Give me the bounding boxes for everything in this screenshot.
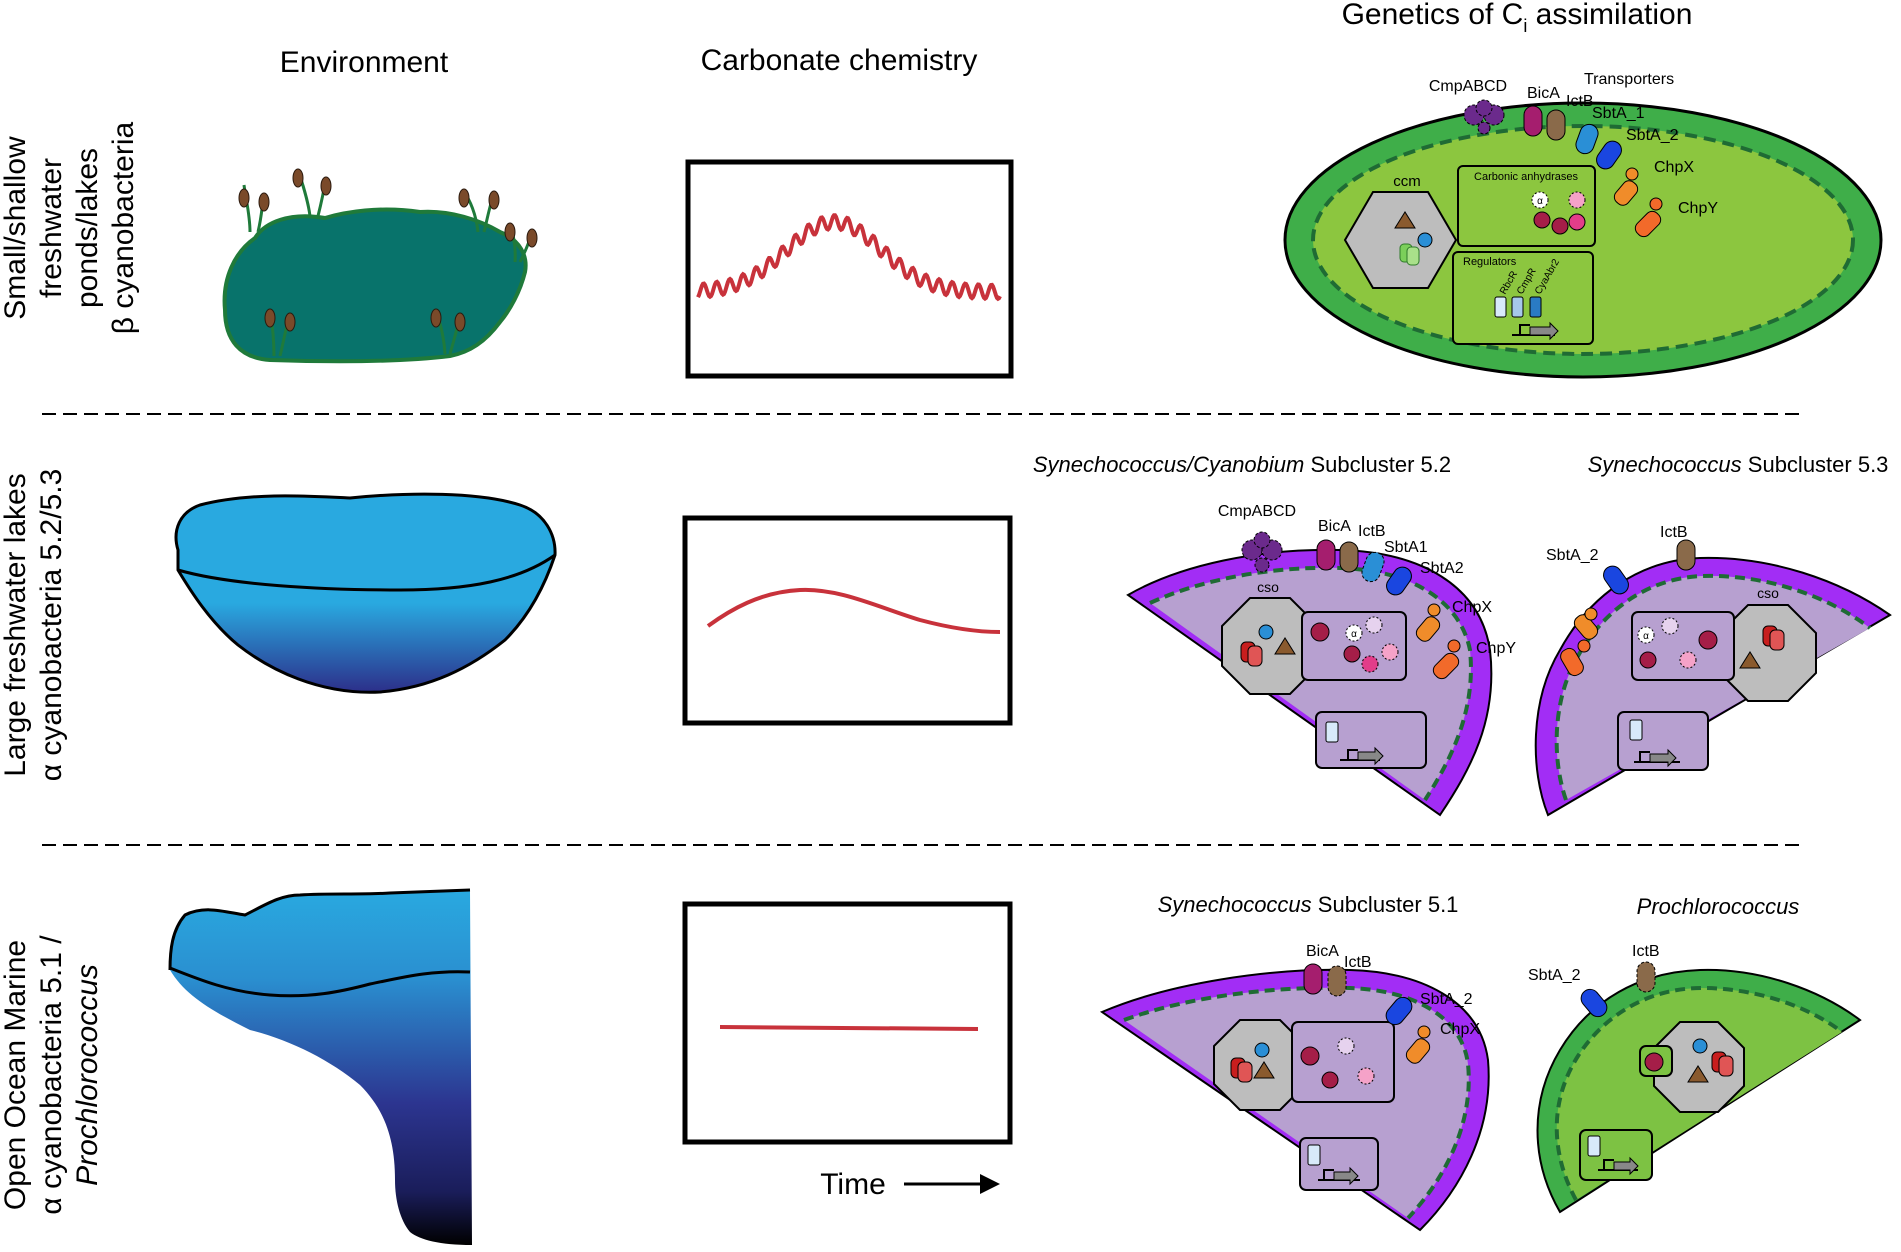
- c51-bica: [1303, 963, 1323, 995]
- beta-carboxysome: [1343, 191, 1458, 289]
- beta-bica-label: BicA: [1527, 85, 1560, 102]
- beta-ca-alpha: α: [1537, 196, 1543, 207]
- title-subcluster-5-2: Synechococcus/Cyanobium Subcluster 5.2: [1033, 452, 1451, 477]
- carbonate-box-3: [682, 901, 1013, 1145]
- beta-ca-label: Carbonic anhydrases: [1474, 171, 1578, 183]
- c53-ictb: [1676, 539, 1696, 571]
- c52-cso-label: cso: [1257, 579, 1279, 595]
- c53-sbta2: [1603, 565, 1629, 595]
- svg-text:Large freshwater lakes: Large freshwater lakes: [0, 473, 32, 777]
- beta-chpx: [1613, 167, 1639, 206]
- row-label-large-lakes: Large freshwater lakes α cyanobacteria 5…: [0, 469, 68, 782]
- carbonate-curve-1: [696, 213, 1002, 302]
- pond-environment: [222, 168, 538, 364]
- time-arrowhead: [980, 1174, 1000, 1194]
- c51-sbta2: [1385, 996, 1413, 1026]
- c52-sbta1-label: SbtA1: [1384, 539, 1428, 556]
- beta-ictb: [1546, 109, 1566, 141]
- cell-5-3: cso α SbtA_2 IctB: [1534, 524, 1892, 817]
- svg-text:β cyanobacteria: β cyanobacteria: [107, 121, 140, 334]
- beta-chpy-label: ChpY: [1678, 200, 1718, 217]
- row-label-small-freshwater: Small/shallow freshwater ponds/lakes β c…: [0, 121, 140, 334]
- pro-ictb: [1636, 961, 1656, 993]
- svg-text:α cyanobacteria 5.2/5.3: α cyanobacteria 5.2/5.3: [35, 469, 68, 782]
- c53-chpx: [1573, 607, 1599, 640]
- c51-carboxysome: [1213, 1019, 1307, 1111]
- c52-regulator-box: [1315, 711, 1427, 769]
- beta-cmpabcd-label: CmpABCD: [1429, 78, 1507, 95]
- header-genetics: Genetics of Ci assimilation: [1342, 0, 1693, 36]
- svg-text:Small/shallow: Small/shallow: [0, 136, 32, 320]
- pro-ictb-label: IctB: [1632, 943, 1660, 960]
- svg-text:freshwater: freshwater: [35, 158, 68, 298]
- beta-sbta1-label: SbtA_1: [1592, 105, 1645, 122]
- beta-ictb-label: IctB: [1566, 93, 1594, 110]
- beta-ccm-label: ccm: [1393, 173, 1421, 190]
- cell-prochlorococcus: SbtA_2 IctB: [1528, 943, 1862, 1214]
- c52-cmpabcd: [1241, 531, 1283, 573]
- c52-cmpabcd-label: CmpABCD: [1218, 503, 1296, 520]
- c52-sbta2-label: SbtA2: [1420, 560, 1464, 577]
- c51-chpx: [1405, 1025, 1431, 1064]
- beta-cmpabcd: [1463, 99, 1505, 135]
- c52-sbta1: [1361, 551, 1385, 583]
- c52-chpy: [1432, 639, 1461, 680]
- header-carbonate: Carbonate chemistry: [701, 44, 978, 77]
- carbonate-curve-2: [706, 587, 1001, 634]
- c52-chpx-label: ChpX: [1452, 599, 1492, 616]
- c52-bica: [1316, 539, 1336, 571]
- beta-cell: ccm Carbonic anhydrases α Regulators Rbc…: [1283, 71, 1883, 379]
- carbonate-box-2: [682, 515, 1013, 726]
- c52-ca-alpha: α: [1351, 629, 1357, 640]
- title-prochlorococcus: Prochlorococcus: [1637, 894, 1800, 919]
- beta-sbta1: [1575, 123, 1599, 155]
- svg-text:ponds/lakes: ponds/lakes: [71, 148, 104, 308]
- beta-sbta2: [1596, 140, 1622, 170]
- cell-5-1: BicA IctB SbtA_2 ChpX: [1099, 943, 1490, 1232]
- svg-text:α cyanobacteria 5.1 /: α cyanobacteria 5.1 /: [35, 935, 68, 1215]
- c52-sbta2: [1386, 566, 1412, 596]
- beta-regulators-label: Regulators: [1463, 256, 1517, 268]
- title-subcluster-5-3: Synechococcus Subcluster 5.3: [1588, 452, 1889, 477]
- c52-carboxysome: [1221, 597, 1319, 695]
- svg-text:Open Ocean Marine: Open Ocean Marine: [0, 940, 32, 1210]
- c52-bica-label: BicA: [1318, 518, 1351, 535]
- c51-ictb: [1327, 965, 1347, 997]
- c53-sbta2-label: SbtA_2: [1546, 547, 1599, 564]
- lake-environment: [174, 492, 557, 694]
- pro-sbta2: [1580, 988, 1608, 1018]
- c53-chpy: [1560, 639, 1591, 677]
- c53-ictb-label: IctB: [1660, 524, 1688, 541]
- c53-ca-box: [1631, 611, 1735, 681]
- svg-text:Prochlorococcus: Prochlorococcus: [71, 964, 104, 1186]
- title-subcluster-5-1: Synechococcus Subcluster 5.1: [1158, 892, 1459, 917]
- cell-5-2: cso α: [1126, 503, 1516, 817]
- ocean-environment: [168, 888, 472, 1245]
- c51-sbta2-label: SbtA_2: [1420, 991, 1473, 1008]
- c52-chpx: [1415, 603, 1441, 642]
- c52-ictb: [1339, 541, 1359, 573]
- carbonate-curve-3: [719, 1025, 979, 1031]
- c53-ca-alpha: α: [1643, 631, 1649, 642]
- c51-ictb-label: IctB: [1344, 954, 1372, 971]
- carbonate-box-1: [685, 159, 1014, 379]
- beta-transporters-label: Transporters: [1584, 71, 1674, 88]
- beta-chpx-label: ChpX: [1654, 159, 1694, 176]
- c53-cso-label: cso: [1757, 585, 1779, 601]
- c51-bica-label: BicA: [1306, 943, 1339, 960]
- beta-chpy: [1634, 197, 1663, 238]
- beta-bica: [1523, 105, 1543, 137]
- header-environment: Environment: [280, 46, 449, 79]
- pro-sbta2-label: SbtA_2: [1528, 967, 1581, 984]
- time-label: Time: [820, 1168, 886, 1201]
- c52-chpy-label: ChpY: [1476, 640, 1516, 657]
- c52-ictb-label: IctB: [1358, 523, 1386, 540]
- c51-chpx-label: ChpX: [1440, 1021, 1480, 1038]
- beta-sbta2-label: SbtA_2: [1626, 127, 1679, 144]
- row-label-open-ocean: Open Ocean Marine α cyanobacteria 5.1 / …: [0, 935, 104, 1215]
